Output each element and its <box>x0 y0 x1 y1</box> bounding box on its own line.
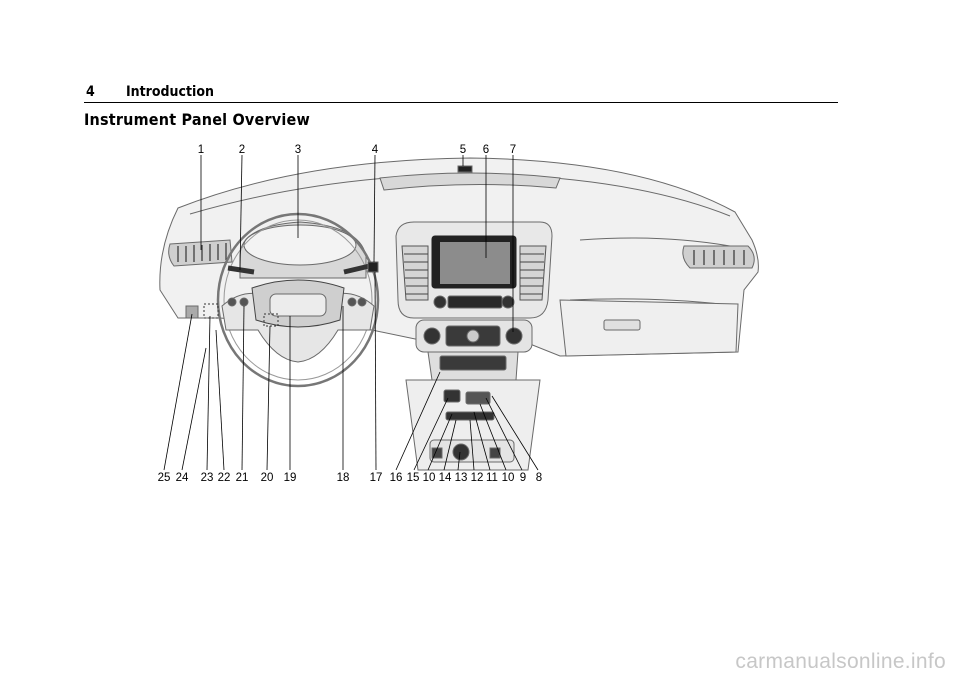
callout-10b: 10 <box>502 472 515 484</box>
callout-23: 23 <box>201 472 214 484</box>
callout-3: 3 <box>295 144 301 156</box>
callout-7: 7 <box>510 144 516 156</box>
callout-4: 4 <box>372 144 379 156</box>
callout-18: 18 <box>337 472 350 484</box>
callout-25: 25 <box>158 472 171 484</box>
callout-24: 24 <box>176 472 189 484</box>
callout-6: 6 <box>483 144 489 156</box>
callout-11: 11 <box>486 472 498 484</box>
callout-1: 1 <box>198 144 204 156</box>
callout-5: 5 <box>460 144 466 156</box>
page-number: 4 <box>86 84 95 100</box>
callout-10a: 10 <box>423 472 436 484</box>
callouts-top: 1 2 3 4 5 6 7 <box>198 144 516 156</box>
callout-21: 21 <box>236 472 249 484</box>
callout-16: 16 <box>390 472 403 484</box>
callout-22: 22 <box>218 472 231 484</box>
page-header: 4 Introduction <box>84 82 838 103</box>
callouts-bottom: 25 24 23 22 21 20 19 18 17 16 15 10 14 1… <box>158 472 543 484</box>
section-name: Introduction <box>126 84 214 100</box>
callout-2: 2 <box>239 144 245 156</box>
callout-14: 14 <box>439 472 452 484</box>
callout-13: 13 <box>455 472 468 484</box>
callout-19: 19 <box>284 472 297 484</box>
callout-17: 17 <box>370 472 383 484</box>
leader-lines <box>163 154 539 471</box>
dashboard-drawing <box>159 157 759 471</box>
watermark: carmanualsonline.info <box>735 650 946 673</box>
section-title: Instrument Panel Overview <box>84 110 310 129</box>
callout-8: 8 <box>536 472 542 484</box>
callout-9: 9 <box>520 472 526 484</box>
callout-20: 20 <box>261 472 274 484</box>
callout-12: 12 <box>471 472 484 484</box>
callout-15: 15 <box>407 472 420 484</box>
